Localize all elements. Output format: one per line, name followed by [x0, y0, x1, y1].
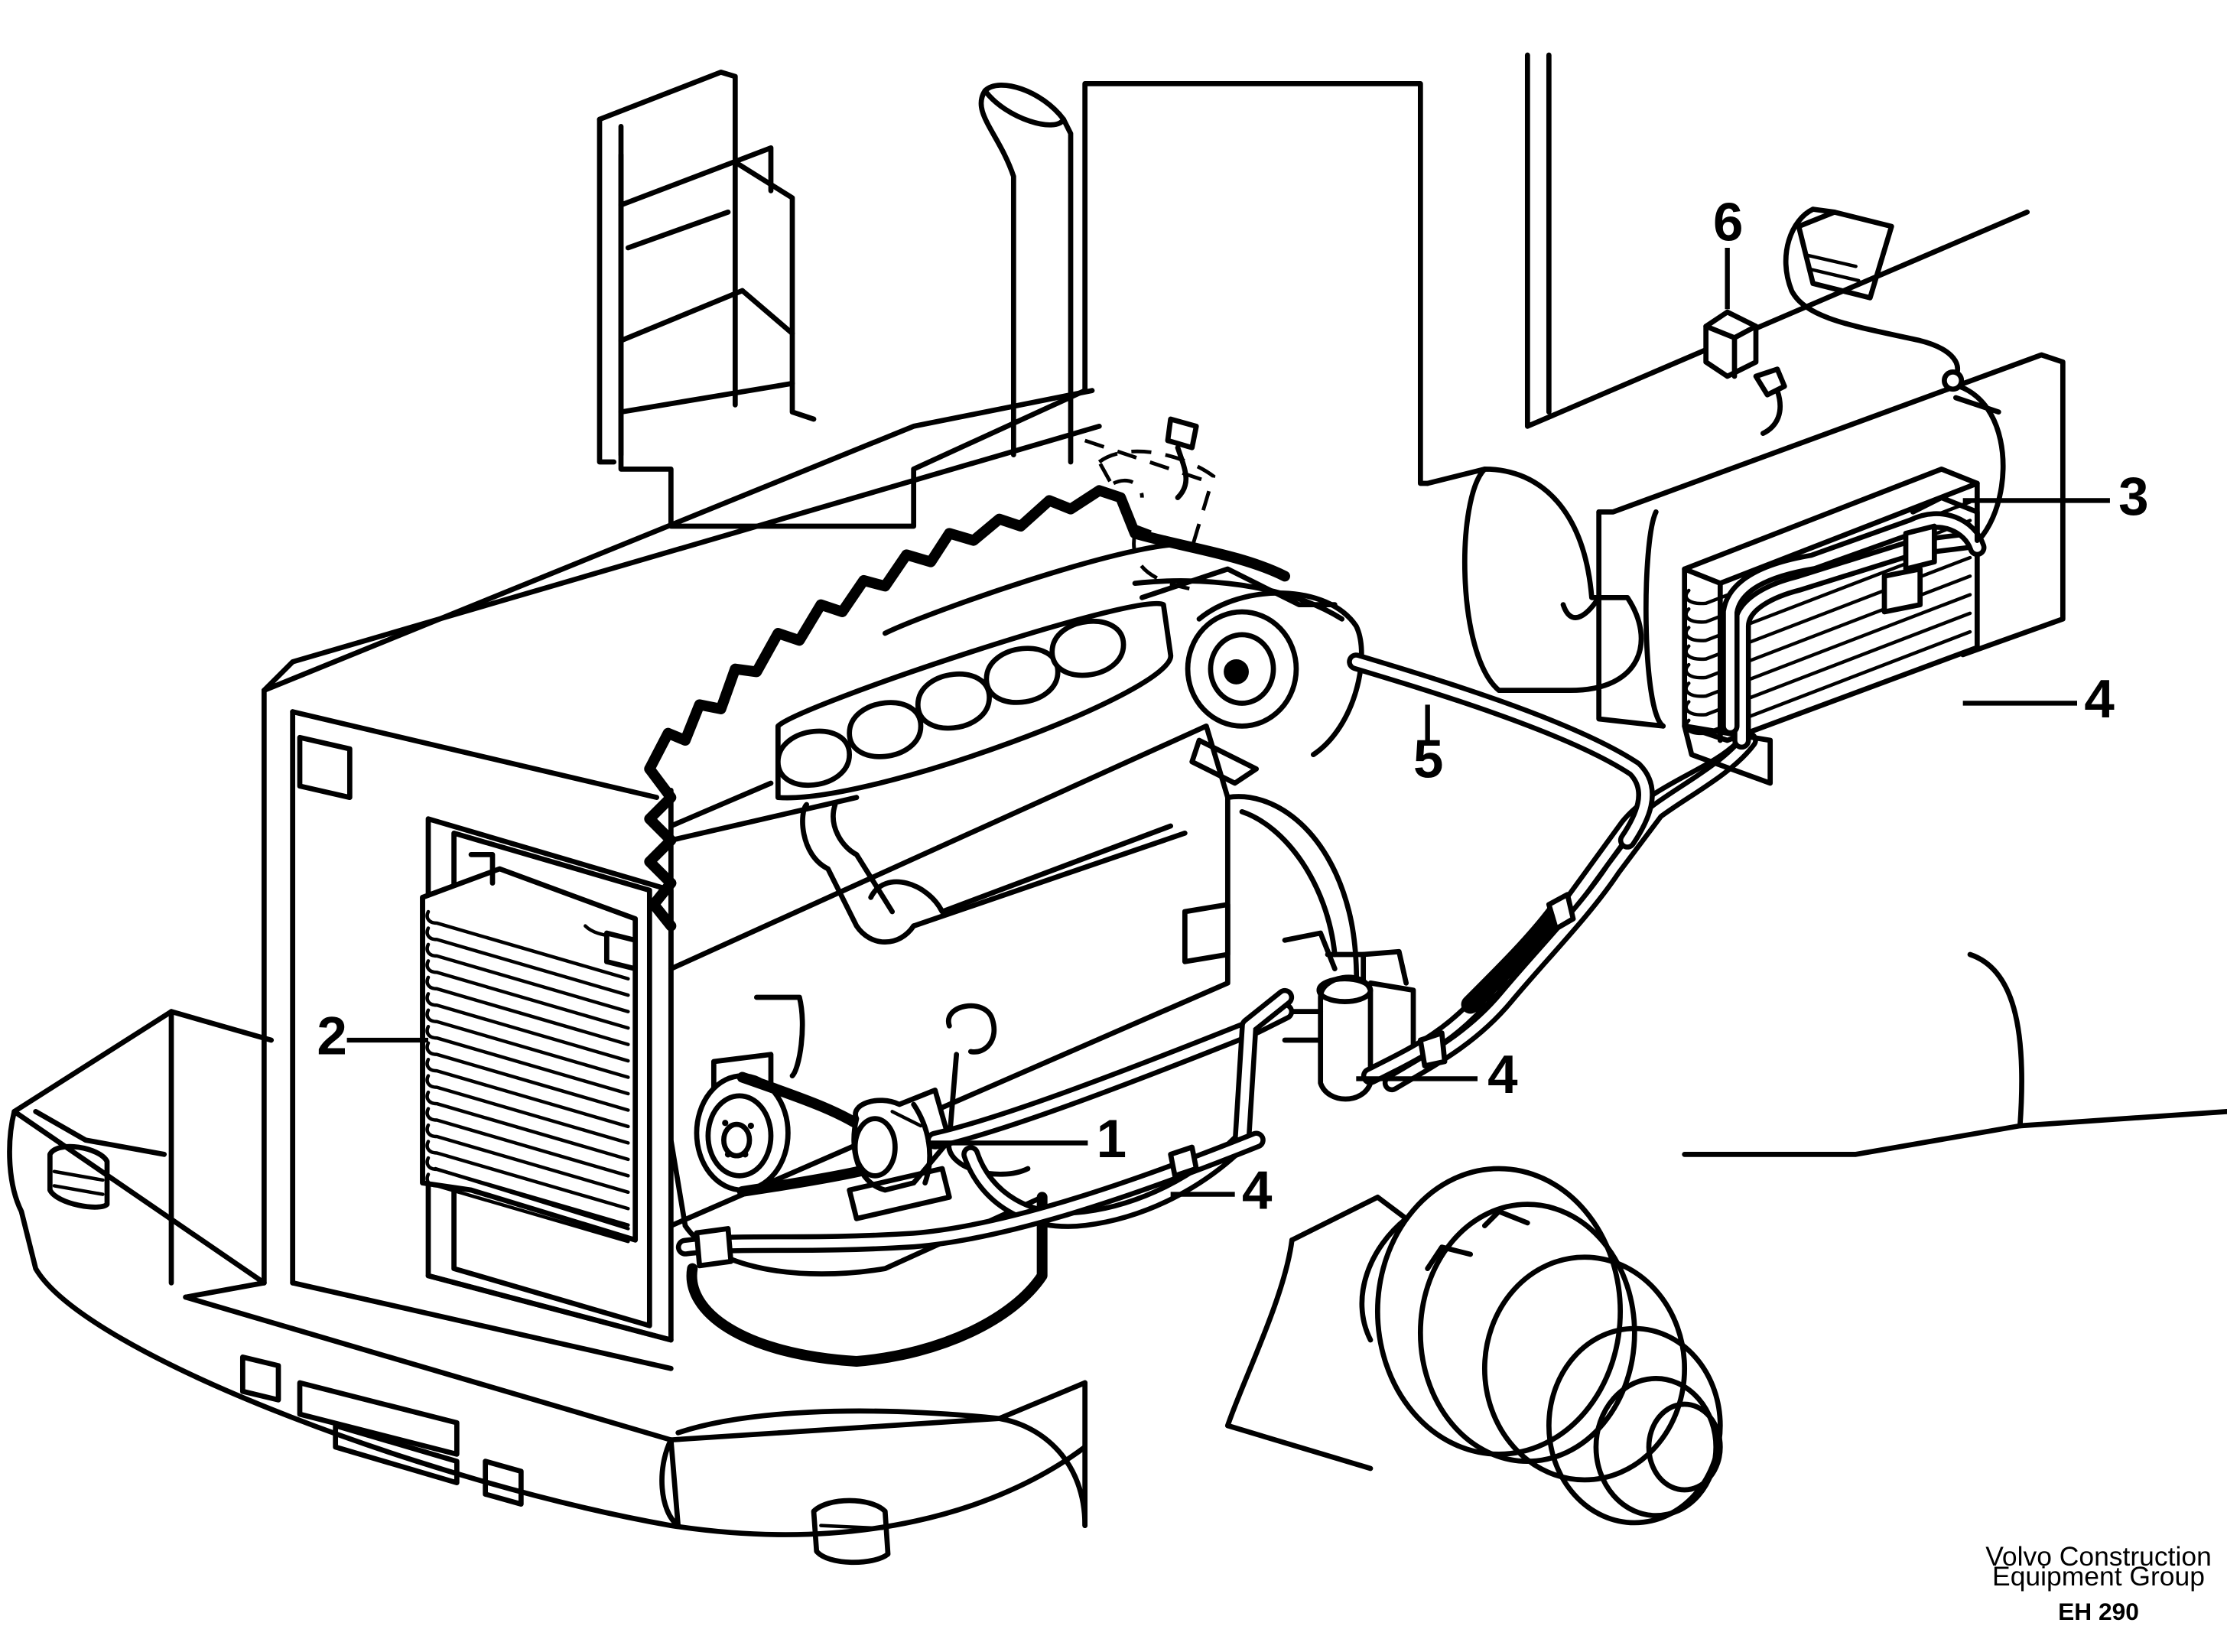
- ac-switch: [1703, 309, 1787, 437]
- valve-caps: [775, 618, 1127, 788]
- callout-leaders: [346, 248, 2110, 1197]
- callout-4-hose: 4: [1242, 1160, 1273, 1221]
- callout-1: 1: [1097, 1109, 1127, 1169]
- ac-control-panel: [1783, 206, 1965, 392]
- callout-4-evaporator: 4: [2084, 669, 2115, 730]
- cab-heater-housing: [1462, 352, 2066, 729]
- expansion-valve-pipes: [1721, 495, 1987, 750]
- cab-structure: [261, 52, 2030, 1286]
- publisher-line-2: Equipment Group: [1992, 1561, 2205, 1592]
- figure-credit: Volvo Construction Equipment Group EH 29…: [1985, 1541, 2212, 1625]
- ac-compressor: [847, 1087, 952, 1221]
- callout-5: 5: [1413, 730, 1443, 790]
- condenser-frame: [420, 816, 674, 1343]
- machine-body: [7, 423, 2227, 1566]
- callout-4-drier: 4: [1487, 1045, 1518, 1105]
- figure-code: EH 290: [2058, 1598, 2139, 1625]
- callout-6: 6: [1713, 193, 1743, 253]
- callout-2: 2: [317, 1006, 346, 1067]
- rear-axle: [1224, 1166, 1723, 1526]
- cab-connector: [1084, 416, 1216, 593]
- crank-pulley: [694, 1072, 876, 1197]
- publisher-line-1: Volvo Construction: [1985, 1541, 2212, 1572]
- condenser-fins: [425, 909, 630, 1244]
- refrigerant-hoses: [675, 652, 1758, 1269]
- callout-labels: 1 2 3 4 4 4 5 6: [317, 193, 2148, 1221]
- alternator-pulley: [1132, 566, 1364, 786]
- callout-3: 3: [2118, 467, 2148, 527]
- engine-intake: [644, 485, 1290, 945]
- evaporator-fins: [1684, 500, 1972, 736]
